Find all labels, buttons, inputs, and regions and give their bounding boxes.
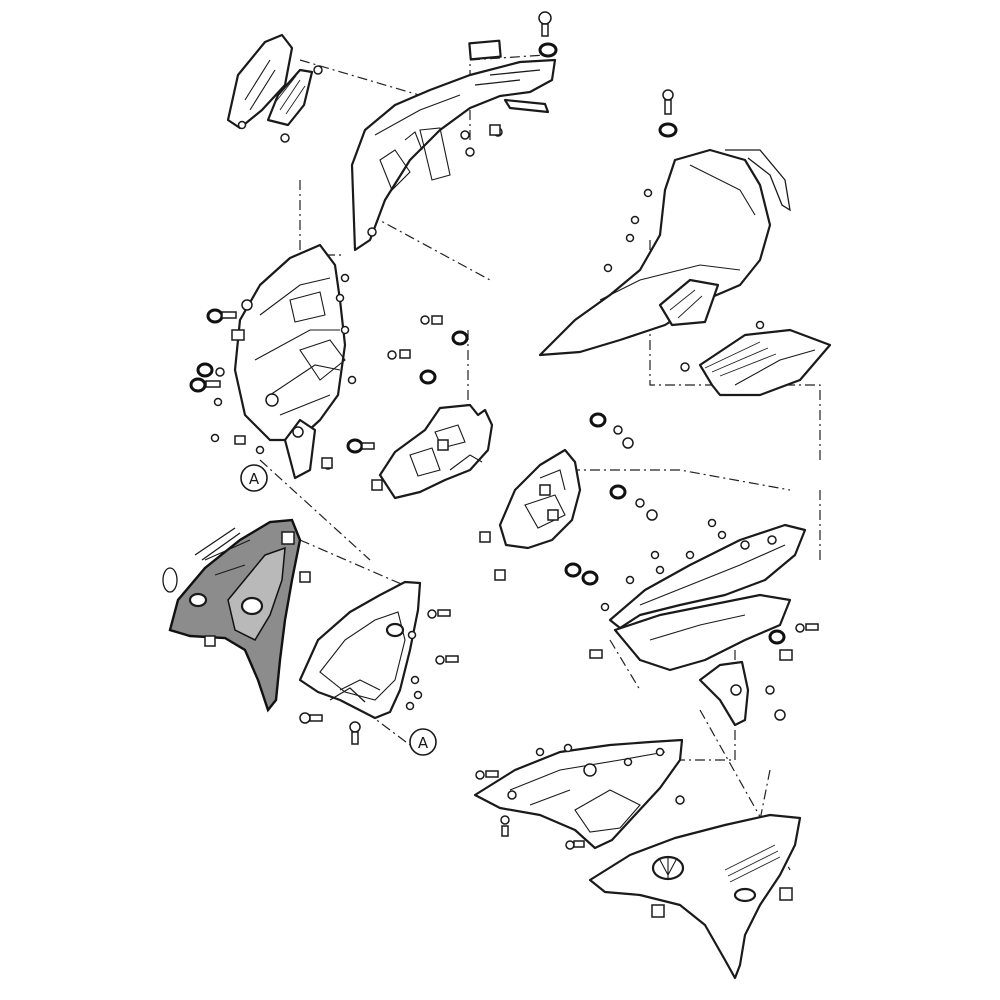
lower-inner-panel xyxy=(473,738,685,850)
side-cowl-upper-right xyxy=(538,89,791,357)
mount-bracket-center-right xyxy=(479,412,658,586)
lower-cowl-highlighted xyxy=(162,518,311,713)
ref-a-bottom-label: A xyxy=(418,734,429,752)
ref-a-left-label: A xyxy=(249,470,260,488)
inner-panel-small xyxy=(226,33,323,143)
top-fasteners xyxy=(460,11,558,157)
heat-shield-bracket xyxy=(346,315,494,500)
ref-marker-a-bottom: A xyxy=(409,728,437,756)
upper-fairing-inner xyxy=(350,39,557,252)
side-frame-panel-right xyxy=(589,518,819,727)
ref-marker-a-left: A xyxy=(240,464,268,492)
inner-lower-cowl-frame xyxy=(298,580,459,745)
vent-panel-right xyxy=(680,328,832,397)
outer-lower-cowl xyxy=(588,813,802,980)
inner-fairing-bracket-left xyxy=(233,243,347,480)
left-fasteners xyxy=(189,273,357,470)
